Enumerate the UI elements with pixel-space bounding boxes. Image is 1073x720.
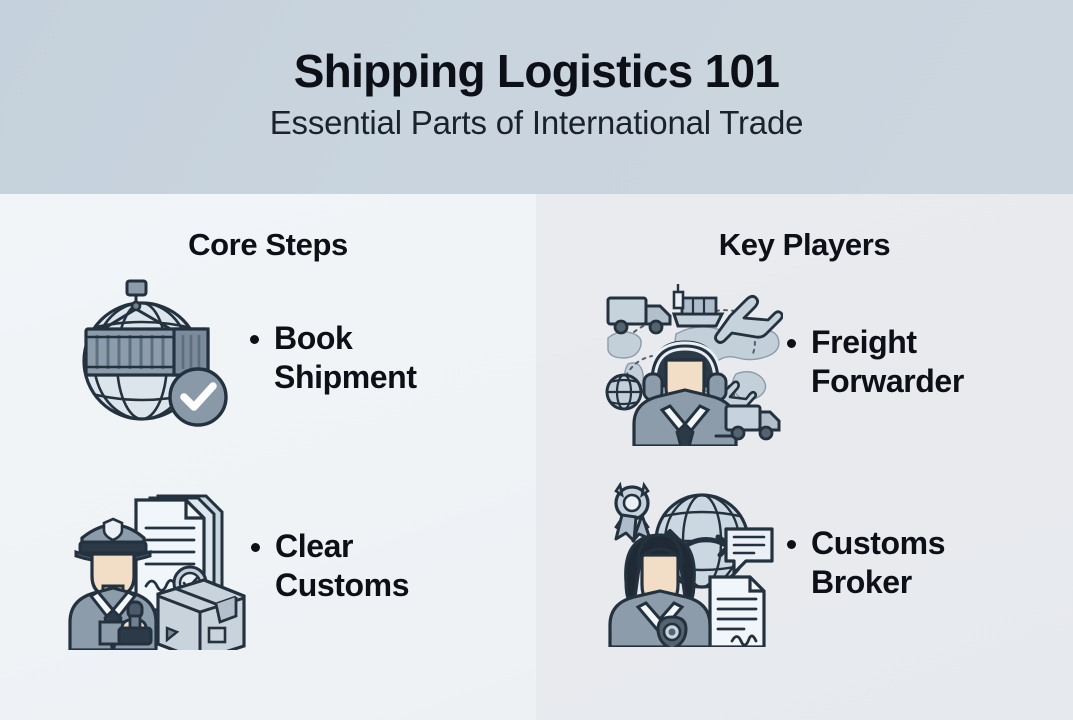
bullet-icon bbox=[787, 539, 796, 549]
customs-broker-agent-icon bbox=[598, 479, 783, 647]
label-line-1: Freight bbox=[811, 323, 917, 360]
column-title-core-steps: Core Steps bbox=[188, 227, 348, 262]
bullet-icon bbox=[250, 334, 259, 344]
label-line-2: Customs bbox=[275, 567, 410, 603]
label-line-1: Customs bbox=[811, 524, 946, 561]
list-item-freight-forwarder[interactable]: Freight Forwarder bbox=[598, 278, 1073, 446]
poster-body: Core Steps bbox=[0, 194, 1073, 720]
container-globe-check-icon bbox=[70, 273, 242, 443]
bullet-icon bbox=[787, 338, 796, 348]
label-line-1: Clear bbox=[275, 527, 354, 564]
page-title: Shipping Logistics 101 bbox=[293, 44, 780, 97]
list-item-customs-broker[interactable]: Customs Broker bbox=[598, 479, 1073, 647]
label-line-1: Book bbox=[274, 319, 353, 356]
list-item-label: Clear Customs bbox=[251, 527, 410, 605]
label-line-2: Broker bbox=[811, 564, 912, 600]
list-item-book-shipment[interactable]: Book Shipment bbox=[70, 273, 540, 443]
column-core-steps: Core Steps bbox=[0, 194, 536, 720]
list-item-label: Freight Forwarder bbox=[787, 323, 964, 401]
freight-forwarder-agent-icon bbox=[598, 278, 783, 446]
list-item-clear-customs[interactable]: Clear Customs bbox=[62, 482, 542, 650]
list-item-label: Book Shipment bbox=[250, 319, 417, 397]
column-key-players: Key Players bbox=[536, 194, 1073, 720]
page-subtitle: Essential Parts of International Trade bbox=[269, 104, 804, 141]
customs-officer-stamp-documents-icon bbox=[62, 482, 247, 650]
list-item-label: Customs Broker bbox=[787, 524, 946, 602]
label-line-2: Shipment bbox=[274, 359, 417, 395]
bullet-icon bbox=[251, 542, 260, 552]
column-title-key-players: Key Players bbox=[718, 227, 891, 262]
poster-header: Shipping Logistics 101 Essential Parts o… bbox=[0, 0, 1073, 194]
label-line-2: Forwarder bbox=[811, 363, 964, 399]
